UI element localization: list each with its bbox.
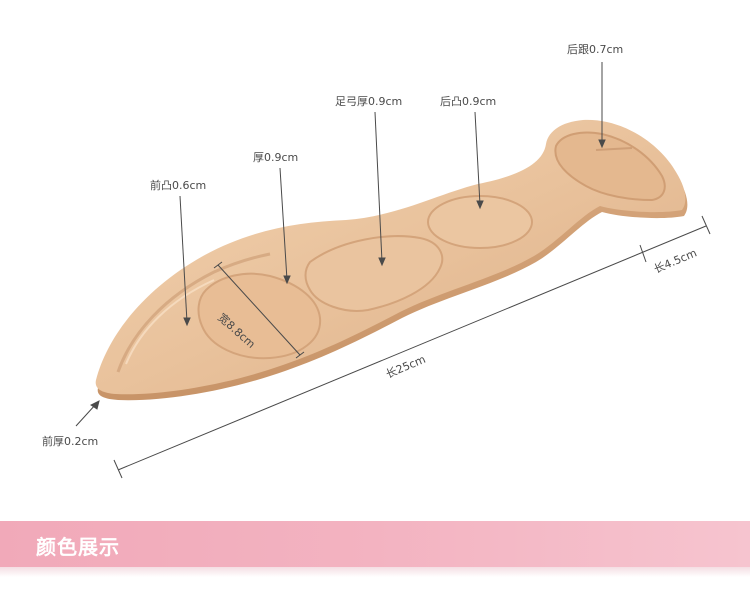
leader-arch-thickness bbox=[374, 111, 383, 263]
label-front-bump: 前凸0.6cm bbox=[150, 179, 207, 192]
front-ridge bbox=[116, 252, 271, 373]
front-bump-pad bbox=[197, 272, 322, 360]
insole-illustration bbox=[75, 62, 711, 479]
label-arch-thickness: 足弓厚0.9cm bbox=[335, 95, 403, 108]
arch-pad bbox=[304, 235, 444, 312]
dimension-length bbox=[117, 225, 707, 471]
label-heel-bump: 后凸0.9cm bbox=[440, 95, 497, 108]
label-heel-thickness: 后跟0.7cm bbox=[567, 43, 624, 56]
leader-front-bump bbox=[179, 195, 188, 323]
heel-tab-pad bbox=[554, 131, 666, 202]
dimension-heel-length bbox=[639, 244, 647, 263]
section-banner: 颜色展示 bbox=[0, 521, 750, 567]
leader-thickness bbox=[279, 167, 288, 281]
label-thickness: 厚0.9cm bbox=[253, 151, 299, 164]
banner-shadow bbox=[0, 567, 750, 577]
section-title: 颜色展示 bbox=[36, 535, 120, 559]
leader-heel-bump bbox=[474, 111, 481, 206]
dimension-width bbox=[217, 264, 301, 356]
label-front-thickness: 前厚0.2cm bbox=[42, 435, 99, 448]
leader-front-thickness bbox=[75, 403, 97, 427]
